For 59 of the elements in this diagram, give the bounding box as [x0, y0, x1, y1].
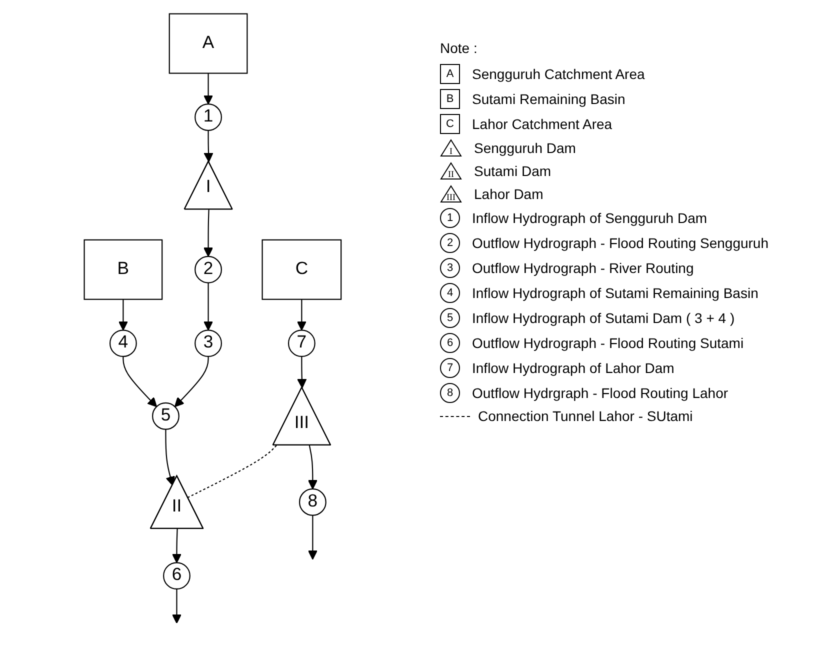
arrow [297, 356, 307, 388]
legend-text: Sengguruh Dam [474, 140, 576, 156]
legend-text: Outflow Hydrograph - Flood Routing Sengguruh [472, 235, 769, 251]
dashed-line [188, 445, 277, 498]
hydrograph-circle: 3 [194, 330, 222, 358]
source-box: A [168, 13, 248, 74]
arrow [203, 73, 214, 105]
legend-text: Connection Tunnel Lahor - SUtami [478, 408, 693, 424]
circle-symbol: 1 [440, 208, 460, 228]
arrow [308, 445, 318, 490]
triangle-symbol: I [440, 139, 462, 157]
note-heading: Note : [440, 40, 478, 56]
triangle-symbol: II [440, 162, 462, 180]
legend-text: Sutami Dam [474, 163, 552, 179]
arrow [122, 356, 158, 408]
dam-triangle: II [150, 475, 204, 530]
legend-text: Inflow Hydrograph of Sutami Dam ( 3 + 4 ) [472, 310, 735, 326]
square-symbol: C [440, 114, 460, 134]
hydrograph-circle: 2 [194, 256, 222, 284]
hydrograph-circle: 1 [194, 104, 222, 131]
hydrograph-circle: 8 [298, 488, 326, 516]
legend-text: Lahor Dam [474, 186, 544, 202]
arrow [203, 210, 214, 257]
arrow [165, 429, 176, 486]
legend-text: Sengguruh Catchment Area [472, 66, 645, 82]
arrow [172, 529, 182, 564]
dam-triangle: III [272, 386, 332, 446]
circle-symbol: 4 [440, 283, 460, 303]
source-box: B [84, 239, 163, 300]
circle-symbol: 6 [440, 333, 460, 353]
legend-text: Outflow Hydrgraph - Flood Routing Lahor [472, 385, 728, 401]
hydrograph-circle: 6 [163, 562, 190, 590]
square-symbol: B [440, 89, 460, 109]
legend-text: Lahor Catchment Area [472, 116, 612, 132]
legend-text: Inflow Hydrograph of Sutami Remaining Basin [472, 285, 758, 301]
dam-triangle: I [184, 160, 233, 210]
legend-text: Outflow Hydrograph - Flood Routing Sutami [472, 335, 744, 351]
arrow [204, 130, 214, 162]
arrow [203, 282, 214, 331]
legend-text: Inflow Hydrograph of Lahor Dam [472, 360, 674, 376]
square-symbol: A [440, 64, 460, 84]
source-box: C [262, 239, 342, 300]
legend-text: Inflow Hydrograph of Sengguruh Dam [472, 210, 708, 226]
circle-symbol: 5 [440, 308, 460, 328]
hydrograph-circle: 4 [109, 330, 137, 358]
hydrograph-circle: 5 [152, 402, 180, 430]
arrow [172, 588, 182, 624]
triangle-symbol: III [440, 185, 462, 203]
arrow [118, 299, 128, 331]
circle-symbol: 8 [440, 383, 460, 403]
legend-text: Outflow Hydrograph - River Routing [472, 260, 694, 276]
arrow [308, 515, 318, 560]
hydrograph-circle: 7 [288, 330, 316, 358]
circle-symbol: 3 [440, 258, 460, 278]
legend-text: Sutami Remaining Basin [472, 91, 626, 107]
circle-symbol: 7 [440, 358, 460, 378]
arrow [296, 299, 307, 331]
circle-symbol: 2 [440, 233, 460, 253]
arrow [174, 356, 209, 408]
